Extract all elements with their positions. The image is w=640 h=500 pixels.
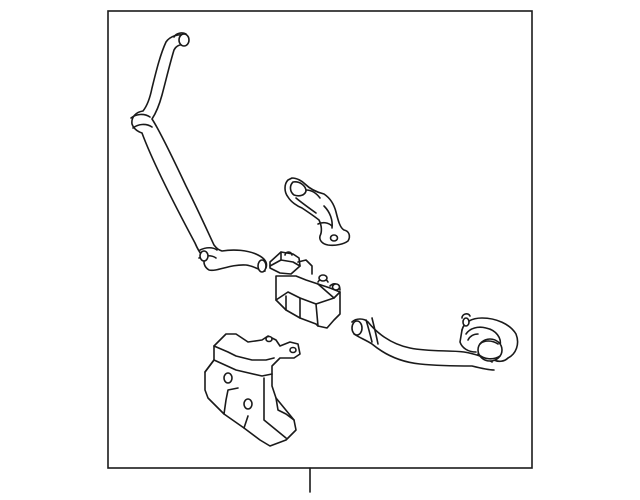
long-vacuum-hose[interactable] xyxy=(130,32,268,273)
purge-solenoid-valve[interactable] xyxy=(269,251,341,329)
mounting-bracket[interactable] xyxy=(204,333,301,447)
upper-bracket-hose[interactable] xyxy=(284,177,351,247)
lower-hose-with-clamps[interactable] xyxy=(351,313,519,371)
